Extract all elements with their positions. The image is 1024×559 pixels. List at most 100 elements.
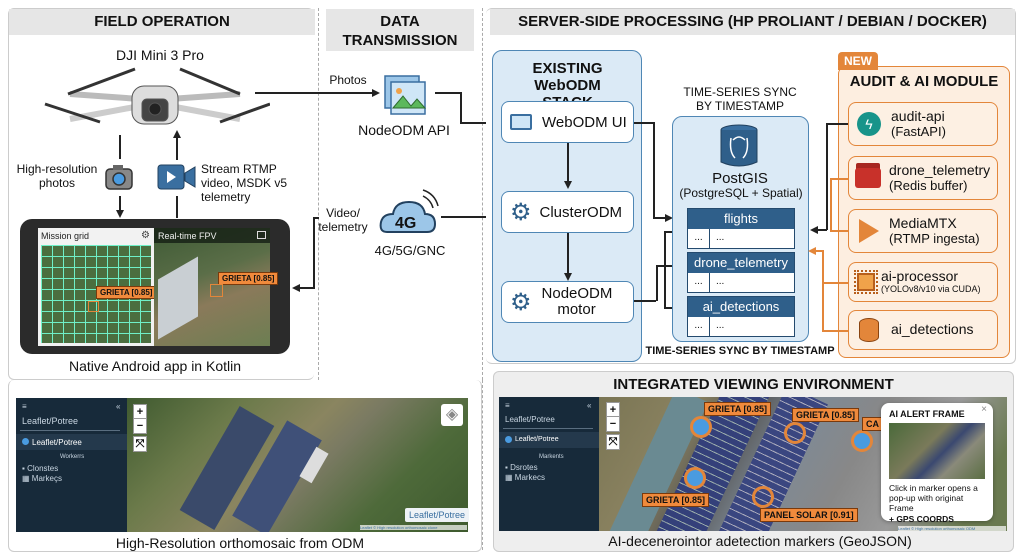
viewer-sidebar-item-label: Dsrotes xyxy=(510,463,538,472)
chip-icon xyxy=(854,270,878,294)
ai-processor-box[interactable]: ai-processor(YOLOv8/v10 via CUDA) xyxy=(848,262,998,302)
menu-icon[interactable]: ≡ xyxy=(22,402,27,411)
viewer-sidebar-section: Markents xyxy=(539,454,564,460)
nodeodm-motor-label: NodeODM motor xyxy=(541,284,613,318)
globe-icon xyxy=(22,438,29,445)
webodm-ui-label: WebODM UI xyxy=(542,113,627,131)
clusterodm-box[interactable]: ⚙ ClusterODM xyxy=(501,191,634,233)
sync-bottom-label: TIME-SERIES SYNC BY TIMESTAMP xyxy=(645,345,835,357)
fpv-screen[interactable]: Real-time FPV GRIETA [0.85] xyxy=(154,228,279,346)
table-cell: ... xyxy=(688,273,710,292)
postgis-subtitle: (PostgreSQL + Spatial) xyxy=(679,186,803,200)
fpv-detection-box xyxy=(210,284,223,297)
ortho-zoom-out[interactable]: − xyxy=(133,418,147,434)
table-cell: ... xyxy=(688,229,710,248)
android-app-caption: Native Android app in Kotlin xyxy=(69,358,241,374)
field-operation-header: FIELD OPERATION xyxy=(9,9,315,35)
popup-close-icon[interactable]: × xyxy=(981,404,987,415)
table-flights-name: flights xyxy=(688,209,794,229)
node-to-db-line-2 xyxy=(656,265,658,301)
table-drone-telemetry[interactable]: drone_telemetry ...... xyxy=(687,252,795,293)
ortho-layer-badge[interactable]: Leaflet/Potree xyxy=(405,508,470,522)
collapse-icon[interactable]: « xyxy=(116,402,121,411)
server-header: SERVER-SIDE PROCESSING (HP PROLIANT / DE… xyxy=(490,9,1015,35)
mission-grid-title: Mission grid xyxy=(41,231,90,241)
nodeodm-motor-box[interactable]: ⚙ NodeODM motor xyxy=(501,281,634,323)
photos-arrow-down xyxy=(116,210,124,218)
ortho-sidebar-item-2[interactable]: ▦ Markeçs xyxy=(22,474,63,483)
divider-left xyxy=(318,8,319,380)
drone-icon xyxy=(44,67,270,125)
ai-detections-line xyxy=(822,330,848,332)
postgresql-icon xyxy=(720,124,758,167)
new-badge: NEW xyxy=(838,52,878,70)
ortho-sidebar-section: Workerrs xyxy=(60,454,85,460)
node-to-db-line-1 xyxy=(634,300,656,302)
video-line-bottom xyxy=(300,287,315,289)
viewer-attribution[interactable]: Leaflet © High resolution orthomosaic OD… xyxy=(898,526,1006,531)
ortho-sidebar-divider xyxy=(20,430,120,431)
api-out-line-1 xyxy=(435,92,460,94)
audit-api-box[interactable]: ϟ audit-api(FastAPI) xyxy=(848,102,998,146)
ai-detections-box[interactable]: ai_detections xyxy=(848,310,998,350)
database-icon xyxy=(859,318,879,342)
camera-icon xyxy=(105,165,133,190)
redis-vert-line xyxy=(830,178,832,230)
audit-api-line xyxy=(826,123,848,125)
viewer-zoom-in[interactable]: + xyxy=(606,402,620,418)
redis-box[interactable]: drone_telemetry(Redis buffer) xyxy=(848,156,998,200)
ortho-layers-icon[interactable]: ◈ xyxy=(441,404,463,426)
fpv-title-bar xyxy=(154,228,270,243)
ortho-fullscreen-icon[interactable]: ⤧ xyxy=(133,436,147,452)
menu-icon[interactable]: ≡ xyxy=(505,401,510,410)
fpv-camera-icon[interactable] xyxy=(257,231,266,239)
detection-marker-4[interactable] xyxy=(752,486,774,508)
video-telemetry-label: Video/ telemetry xyxy=(318,206,368,234)
audit-api-name: audit-api xyxy=(891,108,945,125)
collapse-icon[interactable]: « xyxy=(587,401,592,410)
viewer-fullscreen-icon[interactable]: ⤧ xyxy=(606,434,620,450)
redis-name: drone_telemetry xyxy=(889,162,991,179)
stream-line-down xyxy=(176,196,178,218)
detection-tag-2[interactable]: GRIETA [0.85] xyxy=(642,493,710,507)
video-camera-icon xyxy=(157,164,196,190)
detection-marker-2[interactable] xyxy=(684,467,706,489)
detection-tag-3[interactable]: GRIETA [0.85] xyxy=(792,408,860,422)
fpv-greenhouse xyxy=(158,256,198,340)
api-out-line-3 xyxy=(460,122,492,124)
cluster-to-node-line xyxy=(567,233,569,273)
redis-line xyxy=(830,178,848,180)
ai-alert-popup[interactable]: × AI ALERT FRAME Click in marker opens a… xyxy=(881,403,993,524)
viewer-sidebar-item-2[interactable]: ▦ Markecs xyxy=(505,473,546,482)
detection-marker-3[interactable] xyxy=(784,422,806,444)
mediamtx-box[interactable]: MediaMTX(RTMP ingesta) xyxy=(848,209,998,253)
nodeodm-api-label: NodeODM API xyxy=(358,122,450,138)
mission-grid-screen[interactable]: Mission grid ⚙ GRIETA [0.85] xyxy=(38,228,157,346)
audit-to-db-arrow xyxy=(810,226,818,234)
ui-to-cluster-arrow xyxy=(564,181,572,189)
webodm-ui-box[interactable]: WebODM UI xyxy=(501,101,634,143)
4g-to-cluster-line xyxy=(441,216,491,218)
divider-bottom xyxy=(482,380,483,550)
viewer-sidebar-item-1[interactable]: ▪ Dsrotes xyxy=(505,463,538,472)
settings-icon[interactable]: ⚙ xyxy=(141,230,150,241)
mission-grid-detection-tag[interactable]: GRIETA [0.85] xyxy=(96,286,157,299)
fastapi-icon: ϟ xyxy=(857,112,881,136)
ortho-sidebar-item-1[interactable]: ▪ Clonstes xyxy=(22,464,59,473)
table-ai-detections[interactable]: ai_detections ...... xyxy=(687,296,795,337)
viewer-sidebar-title: Leaflet/Potree xyxy=(505,415,555,424)
ortho-attribution[interactable]: Leaflet © High resolution orthomosaic cl… xyxy=(360,525,467,530)
table-flights[interactable]: flights ...... xyxy=(687,208,795,249)
detection-marker-5[interactable] xyxy=(851,430,873,452)
viewer-zoom-out[interactable]: − xyxy=(606,416,620,432)
ortho-sidebar-item-label: Clonstes xyxy=(27,464,59,473)
ai-to-db-arrow xyxy=(808,247,816,255)
detection-tag-1[interactable]: GRIETA [0.85] xyxy=(704,402,772,416)
postgis-title: PostGIS xyxy=(712,170,768,187)
fpv-detection-tag[interactable]: GRIETA [0.85] xyxy=(218,272,279,285)
detection-tag-5[interactable]: CA xyxy=(862,417,883,431)
viewer-sidebar-active-item[interactable] xyxy=(499,432,599,448)
detection-marker-1[interactable] xyxy=(690,416,712,438)
ortho-sidebar-active-item[interactable] xyxy=(16,434,127,450)
detection-tag-4[interactable]: PANEL SOLAR [0.91] xyxy=(760,508,858,522)
